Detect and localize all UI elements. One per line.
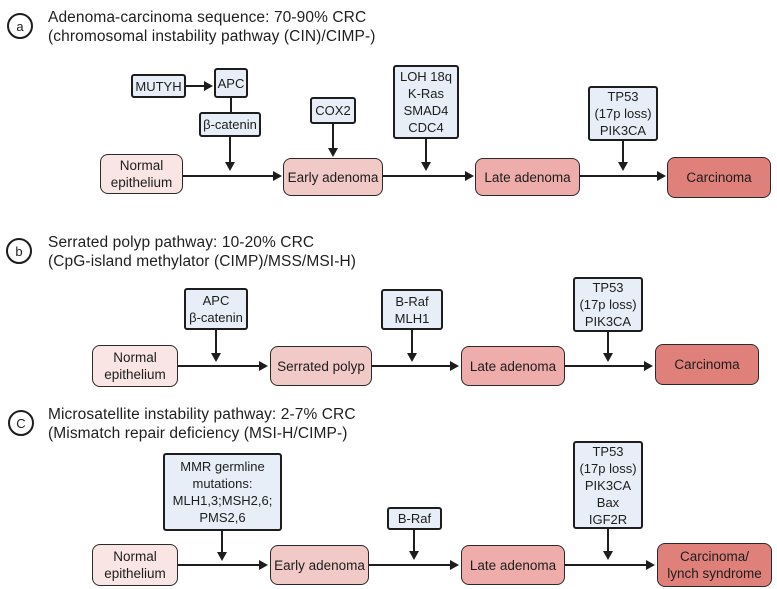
arrow-a-early-to-late-line — [383, 175, 465, 177]
arrow-a-late-to-carcinoma-head — [657, 171, 666, 181]
arrow-a-mutyh-to-apc-head — [204, 81, 213, 91]
arrow-c-braf-down-line — [413, 530, 415, 552]
note-b-braf-mlh1: B-Raf MLH1 — [381, 289, 443, 330]
arrow-c-late-to-carcinoma-head — [646, 560, 655, 570]
arrow-a-cox2-down-head — [328, 148, 338, 157]
stage-b-normal-epithelium: Normal epithelium — [92, 345, 178, 387]
note-a-tp53-pik3ca: TP53 (17p loss) PIK3CA — [588, 86, 658, 141]
note-a-apc: APC — [214, 68, 248, 98]
stage-b-late-adenoma: Late adenoma — [461, 346, 565, 386]
arrow-b-normal-to-serrated-line — [178, 365, 259, 367]
arrow-a-late-to-carcinoma-line — [580, 175, 657, 177]
arrow-b-apc-down-line — [215, 330, 217, 354]
arrow-c-mmr-down-head — [217, 552, 227, 561]
arrow-a-normal-to-early-head — [273, 171, 282, 181]
arrow-c-late-to-carcinoma-line — [565, 564, 646, 566]
stage-c-late-adenoma: Late adenoma — [461, 545, 565, 585]
arrow-a-early-to-late-head — [465, 171, 474, 181]
stage-a-normal-epithelium: Normal epithelium — [100, 154, 183, 194]
arrow-c-normal-to-early-line — [178, 564, 259, 566]
note-a-cox2: COX2 — [310, 97, 356, 124]
arrow-a-mutyh-to-apc-line — [186, 85, 204, 87]
arrow-b-apc-down-head — [211, 353, 221, 362]
connector-a-apc-to-beta-catenin — [230, 98, 232, 112]
arrow-c-mmr-down-line — [221, 531, 223, 553]
section-a-title: Adenoma-carcinoma sequence: 70-90% CRC (… — [48, 9, 376, 45]
stage-a-early-adenoma: Early adenoma — [283, 158, 383, 196]
section-b-title: Serrated polyp pathway: 10-20% CRC (CpG-… — [48, 234, 357, 270]
arrow-c-braf-down-head — [409, 551, 419, 560]
arrow-a-loh-down-head — [421, 162, 431, 171]
note-c-mmr-germline-mutations: MMR germline mutations: MLH1,3;MSH2,6; P… — [163, 453, 282, 531]
stage-b-serrated-polyp: Serrated polyp — [270, 346, 372, 386]
arrow-b-late-to-carcinoma-head — [644, 361, 653, 371]
note-a-loh-kras-smad4-cdc4: LOH 18q K-Ras SMAD4 CDC4 — [393, 65, 459, 139]
arrow-a-beta-catenin-down-line — [229, 137, 231, 163]
arrow-b-late-to-carcinoma-line — [565, 365, 644, 367]
note-a-mutyh: MUTYH — [131, 74, 186, 98]
stage-a-carcinoma: Carcinoma — [667, 157, 771, 198]
arrow-c-tp53-down-head — [603, 551, 613, 560]
arrow-c-early-to-late-line — [369, 564, 450, 566]
arrow-b-tp53-down-line — [607, 332, 609, 354]
arrow-a-tp53-down-head — [618, 162, 628, 171]
stage-a-late-adenoma: Late adenoma — [475, 158, 580, 196]
section-a-badge: a — [7, 13, 33, 39]
arrow-b-braf-down-line — [411, 330, 413, 354]
note-c-braf: B-Raf — [387, 507, 442, 530]
arrow-b-serrated-to-late-line — [372, 365, 450, 367]
arrow-b-normal-to-serrated-head — [259, 361, 268, 371]
note-b-apc-beta-catenin: APC β-catenin — [184, 288, 248, 330]
arrow-c-early-to-late-head — [450, 560, 459, 570]
stage-b-carcinoma: Carcinoma — [655, 344, 759, 385]
arrow-a-normal-to-early-line — [183, 175, 273, 177]
arrow-a-cox2-down-line — [332, 124, 334, 149]
note-c-tp53-pik3ca-bax-igf2r: TP53 (17p loss) PIK3CA Bax IGF2R — [573, 441, 643, 529]
note-a-beta-catenin: β-catenin — [199, 112, 261, 137]
stage-c-normal-epithelium: Normal epithelium — [92, 544, 178, 586]
arrow-a-beta-catenin-down-head — [225, 162, 235, 171]
arrow-a-loh-down-line — [425, 139, 427, 162]
section-c-title: Microsatellite instability pathway: 2-7%… — [48, 406, 356, 442]
arrow-c-normal-to-early-head — [259, 560, 268, 570]
arrow-a-tp53-down-line — [622, 141, 624, 162]
arrow-b-braf-down-head — [407, 353, 417, 362]
arrow-b-serrated-to-late-head — [450, 361, 459, 371]
arrow-b-tp53-down-head — [603, 353, 613, 362]
section-b-badge: b — [6, 238, 32, 264]
section-c-badge: C — [8, 410, 34, 436]
stage-c-carcinoma-lynch-syndrome: Carcinoma/ lynch syndrome — [657, 543, 772, 587]
stage-c-early-adenoma: Early adenoma — [270, 545, 369, 585]
note-b-tp53-pik3ca: TP53 (17p loss) PIK3CA — [573, 277, 643, 332]
arrow-c-tp53-down-line — [607, 529, 609, 552]
